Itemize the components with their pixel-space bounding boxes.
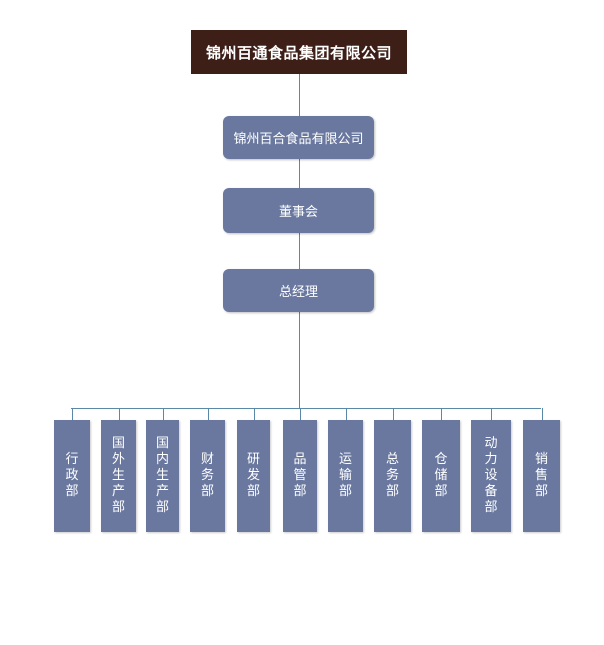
dept-label: 总务部: [385, 452, 399, 499]
connector-bus-to-department: [163, 408, 164, 420]
connector-board-to-gm: [299, 233, 300, 269]
dept-label: 国外生产部: [111, 436, 125, 515]
dept-label: 仓储部: [434, 452, 448, 499]
dept-power-equipment: 动力设备部: [471, 420, 511, 532]
connector-bus-to-department: [542, 408, 543, 420]
dept-domestic-production: 国内生产部: [146, 420, 179, 532]
connector-bus-to-department: [346, 408, 347, 420]
board-of-directors-box: 董事会: [223, 188, 374, 233]
dept-label: 行政部: [65, 452, 79, 499]
dept-overseas-production: 国外生产部: [101, 420, 136, 532]
connector-gm-to-bus: [299, 312, 300, 408]
dept-label: 品管部: [293, 452, 307, 499]
connector-bus-to-department: [393, 408, 394, 420]
dept-label: 动力设备部: [484, 436, 498, 515]
connector-department-bus: [71, 408, 541, 409]
connector-bus-to-department: [119, 408, 120, 420]
dept-administration: 行政部: [54, 420, 90, 532]
dept-transport: 运输部: [328, 420, 363, 532]
connector-bus-to-department: [72, 408, 73, 420]
dept-finance: 财务部: [190, 420, 225, 532]
root-company-box: 锦州百通食品集团有限公司: [191, 30, 407, 74]
subsidiary-company-box: 锦州百合食品有限公司: [223, 116, 374, 159]
dept-label: 研发部: [246, 452, 260, 499]
connector-bus-to-department: [254, 408, 255, 420]
dept-research: 研发部: [237, 420, 270, 532]
dept-label: 国内生产部: [155, 436, 169, 515]
dept-label: 财务部: [200, 452, 214, 499]
dept-label: 运输部: [338, 452, 352, 499]
connector-bus-to-department: [208, 408, 209, 420]
connector-bus-to-department: [491, 408, 492, 420]
connector-bus-to-department: [300, 408, 301, 420]
dept-sales: 销售部: [523, 420, 560, 532]
dept-warehouse: 仓储部: [422, 420, 460, 532]
general-manager-box: 总经理: [223, 269, 374, 312]
connector-company-to-board: [299, 159, 300, 188]
dept-label: 销售部: [534, 452, 548, 499]
connector-root-to-company: [299, 74, 300, 116]
connector-bus-to-department: [441, 408, 442, 420]
dept-general-affairs: 总务部: [374, 420, 411, 532]
dept-quality-control: 品管部: [283, 420, 317, 532]
